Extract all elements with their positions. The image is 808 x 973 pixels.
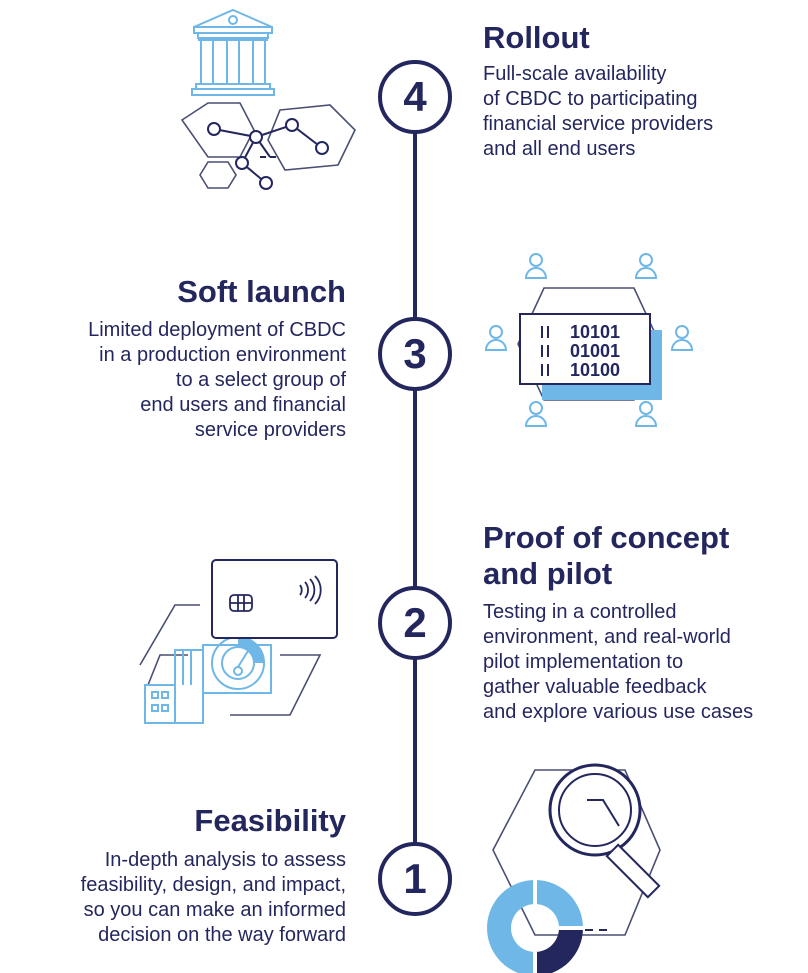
stage-title-soft-launch: Soft launch: [177, 274, 346, 309]
binary-row-1: 10101: [570, 322, 620, 342]
stage-desc-rollout: Full-scale availability of CBDC to parti…: [483, 63, 714, 160]
stage-desc-proof-of-concept: Testing in a controlled environment, and…: [483, 601, 754, 723]
magnifier-donut-chart-icon: [487, 763, 661, 973]
stage-title-rollout: Rollout: [483, 20, 590, 55]
stage-desc-feasibility: In-depth analysis to assess feasibility,…: [80, 849, 346, 946]
step-number-1: 1: [378, 842, 452, 916]
step-number-4: 4: [378, 60, 452, 134]
binary-row-3: 10100: [570, 360, 620, 380]
bank-network-icon: [180, 8, 356, 190]
timeline-line: [413, 60, 417, 890]
binary-data-users-icon: 10101 01001 10100: [484, 253, 694, 427]
stage-title-feasibility: Feasibility: [194, 803, 346, 838]
card-building-chart-icon: [139, 559, 338, 724]
step-number-3: 3: [378, 317, 452, 391]
step-number-2: 2: [378, 586, 452, 660]
stage-title-proof-of-concept: Proof of concept and pilot: [483, 520, 730, 591]
stage-desc-soft-launch: Limited deployment of CBDC in a producti…: [88, 319, 346, 441]
binary-row-2: 01001: [570, 341, 620, 361]
